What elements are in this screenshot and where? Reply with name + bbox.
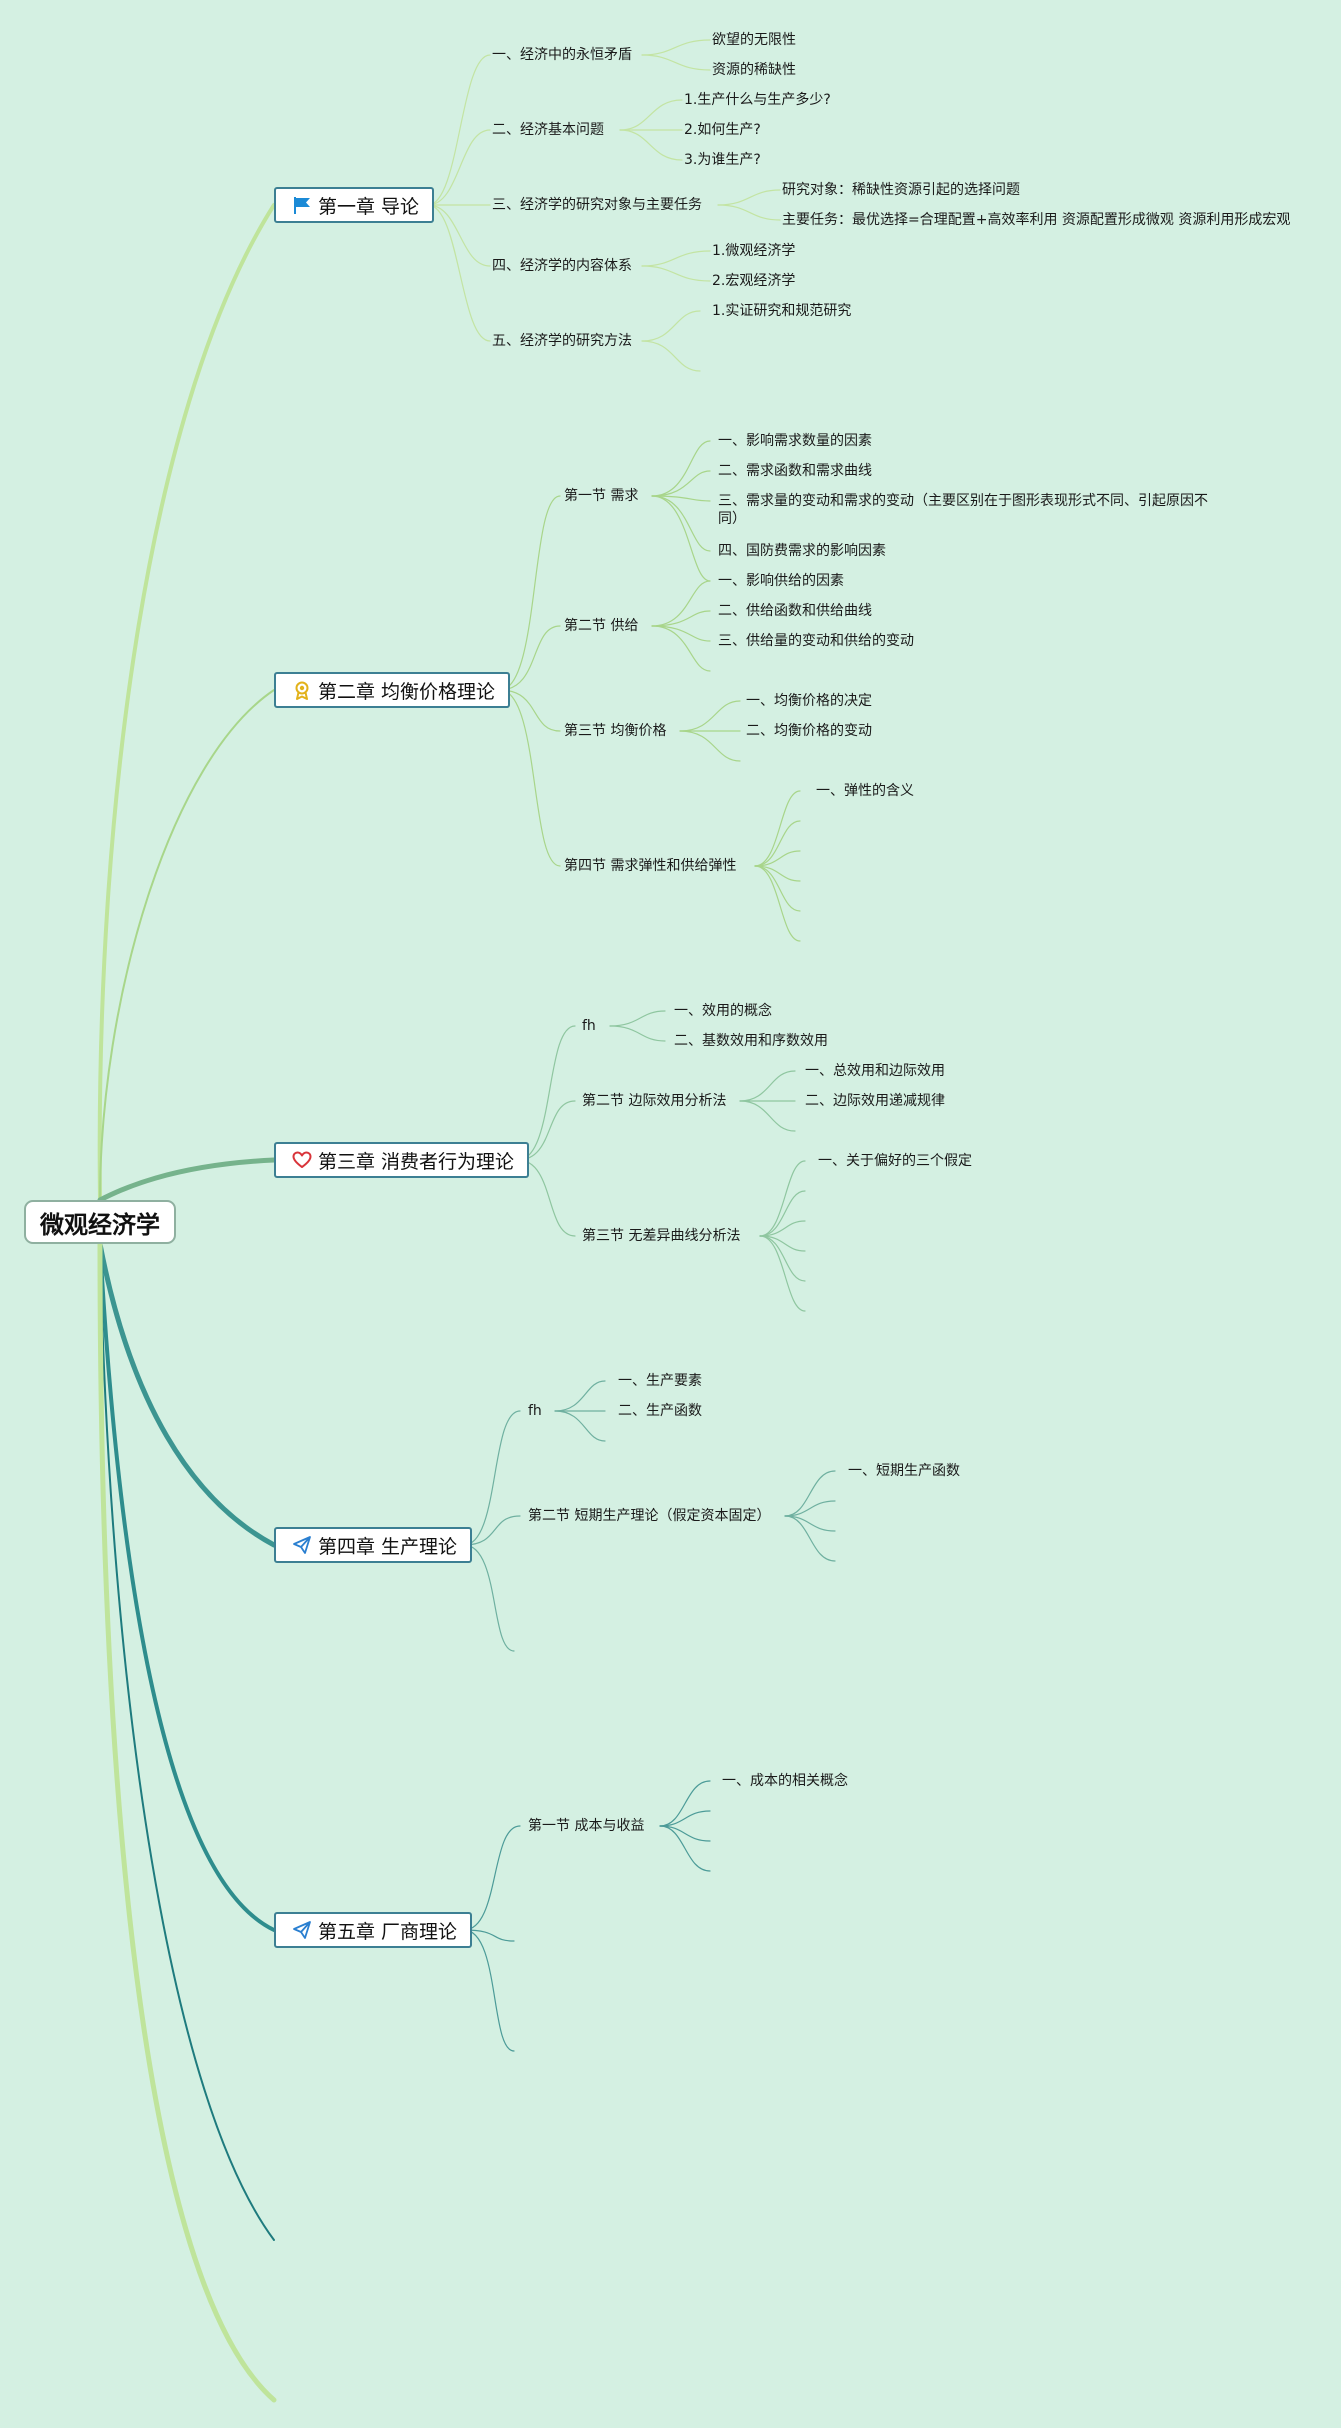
ch1-t1-item-2[interactable]: 资源的稀缺性 — [712, 62, 796, 78]
ch3-s2-item-2[interactable]: 二、边际效用递减规律 — [805, 1093, 945, 1109]
ch1-topic-5[interactable]: 五、经济学的研究方法 — [492, 333, 632, 349]
paper-plane-icon — [292, 1920, 312, 1940]
ch2-s1-item-4[interactable]: 四、国防费需求的影响因素 — [718, 543, 886, 559]
ch1-topic-1[interactable]: 一、经济中的永恒矛盾 — [492, 47, 632, 63]
heart-icon — [292, 1150, 312, 1170]
ch3-links — [517, 1010, 806, 1312]
ch1-t3-item-2[interactable]: 主要任务：最优选择=合理配置+高效率利用 资源配置形成微观 资源利用形成宏观 — [782, 212, 1291, 228]
ch1-t2-item-2[interactable]: 2.如何生产? — [684, 122, 761, 138]
chapter-1-label: 第一章 导论 — [318, 195, 420, 218]
ch2-section-2[interactable]: 第二节 供给 — [564, 618, 639, 634]
ch2-links — [499, 440, 801, 942]
chapter-2-label: 第二章 均衡价格理论 — [318, 680, 496, 703]
ch4-s2-item-1[interactable]: 一、短期生产函数 — [848, 1463, 960, 1479]
ch5-section-1[interactable]: 第一节 成本与收益 — [528, 1818, 645, 1834]
ch1-t5-item-1[interactable]: 1.实证研究和规范研究 — [712, 303, 852, 319]
ch2-section-1[interactable]: 第一节 需求 — [564, 488, 639, 504]
ch1-t3-item-1[interactable]: 研究对象：稀缺性资源引起的选择问题 — [782, 182, 1020, 198]
ch3-s1-item-2[interactable]: 二、基数效用和序数效用 — [674, 1033, 828, 1049]
ch1-topic-2[interactable]: 二、经济基本问题 — [492, 122, 604, 138]
ch3-section-1[interactable]: fh — [582, 1018, 596, 1034]
ch1-topic-3[interactable]: 三、经济学的研究对象与主要任务 — [492, 197, 702, 213]
ch3-section-3[interactable]: 第三节 无差异曲线分析法 — [582, 1228, 741, 1244]
ch3-s1-item-1[interactable]: 一、效用的概念 — [674, 1003, 772, 1019]
chapter-5-label: 第五章 厂商理论 — [318, 1920, 458, 1943]
ch1-topic-4[interactable]: 四、经济学的内容体系 — [492, 258, 632, 274]
ch1-t4-item-2[interactable]: 2.宏观经济学 — [712, 273, 796, 289]
ch2-s2-item-3[interactable]: 三、供给量的变动和供给的变动 — [718, 633, 914, 649]
ch2-s3-item-2[interactable]: 二、均衡价格的变动 — [746, 723, 872, 739]
ch4-s1-item-1[interactable]: 一、生产要素 — [618, 1373, 702, 1389]
ch4-links — [463, 1380, 836, 1652]
ch2-s3-item-1[interactable]: 一、均衡价格的决定 — [746, 693, 872, 709]
chapter-2-node[interactable]: 第二章 均衡价格理论 — [274, 672, 511, 708]
ch2-section-3[interactable]: 第三节 均衡价格 — [564, 723, 667, 739]
ch4-section-1[interactable]: fh — [528, 1403, 542, 1419]
ch2-s2-item-1[interactable]: 一、影响供给的因素 — [718, 573, 844, 589]
ch2-s4-item-1[interactable]: 一、弹性的含义 — [816, 783, 914, 799]
ch3-section-2[interactable]: 第二节 边际效用分析法 — [582, 1093, 727, 1109]
ch2-s2-item-2[interactable]: 二、供给函数和供给曲线 — [718, 603, 872, 619]
ch2-s1-item-1[interactable]: 一、影响需求数量的因素 — [718, 433, 872, 449]
ch5-s1-item-1[interactable]: 一、成本的相关概念 — [722, 1773, 848, 1789]
chapter-5-node[interactable]: 第五章 厂商理论 — [274, 1912, 473, 1948]
ch1-t4-item-1[interactable]: 1.微观经济学 — [712, 243, 796, 259]
ch1-t2-item-1[interactable]: 1.生产什么与生产多少? — [684, 92, 831, 108]
ch1-t1-item-1[interactable]: 欲望的无限性 — [712, 32, 796, 48]
chapter-3-node[interactable]: 第三章 消费者行为理论 — [274, 1142, 530, 1178]
ch1-links — [427, 39, 781, 372]
ch3-s2-item-1[interactable]: 一、总效用和边际效用 — [805, 1063, 945, 1079]
ch2-s1-item-3[interactable]: 三、需求量的变动和需求的变动（主要区别在于图形表现形式不同、引起原因不同） — [718, 493, 1208, 527]
ch2-s1-item-2[interactable]: 二、需求函数和需求曲线 — [718, 463, 872, 479]
chapter-4-node[interactable]: 第四章 生产理论 — [274, 1527, 473, 1563]
paper-plane-icon — [292, 1535, 312, 1555]
main-branches — [97, 203, 277, 2403]
flag-icon — [292, 195, 312, 215]
root-node[interactable]: 微观经济学 — [24, 1200, 176, 1244]
chapter-1-node[interactable]: 第一章 导论 — [274, 187, 435, 223]
chapter-4-label: 第四章 生产理论 — [318, 1535, 458, 1558]
ch3-s3-item-1[interactable]: 一、关于偏好的三个假定 — [818, 1153, 972, 1169]
ch5-links — [463, 1780, 711, 2052]
ch1-t2-item-3[interactable]: 3.为谁生产? — [684, 152, 761, 168]
ch4-s1-item-2[interactable]: 二、生产函数 — [618, 1403, 702, 1419]
chapter-3-label: 第三章 消费者行为理论 — [318, 1150, 515, 1173]
ch2-section-4[interactable]: 第四节 需求弹性和供给弹性 — [564, 858, 737, 874]
award-icon — [292, 680, 312, 700]
ch4-section-2[interactable]: 第二节 短期生产理论（假定资本固定） — [528, 1508, 771, 1524]
